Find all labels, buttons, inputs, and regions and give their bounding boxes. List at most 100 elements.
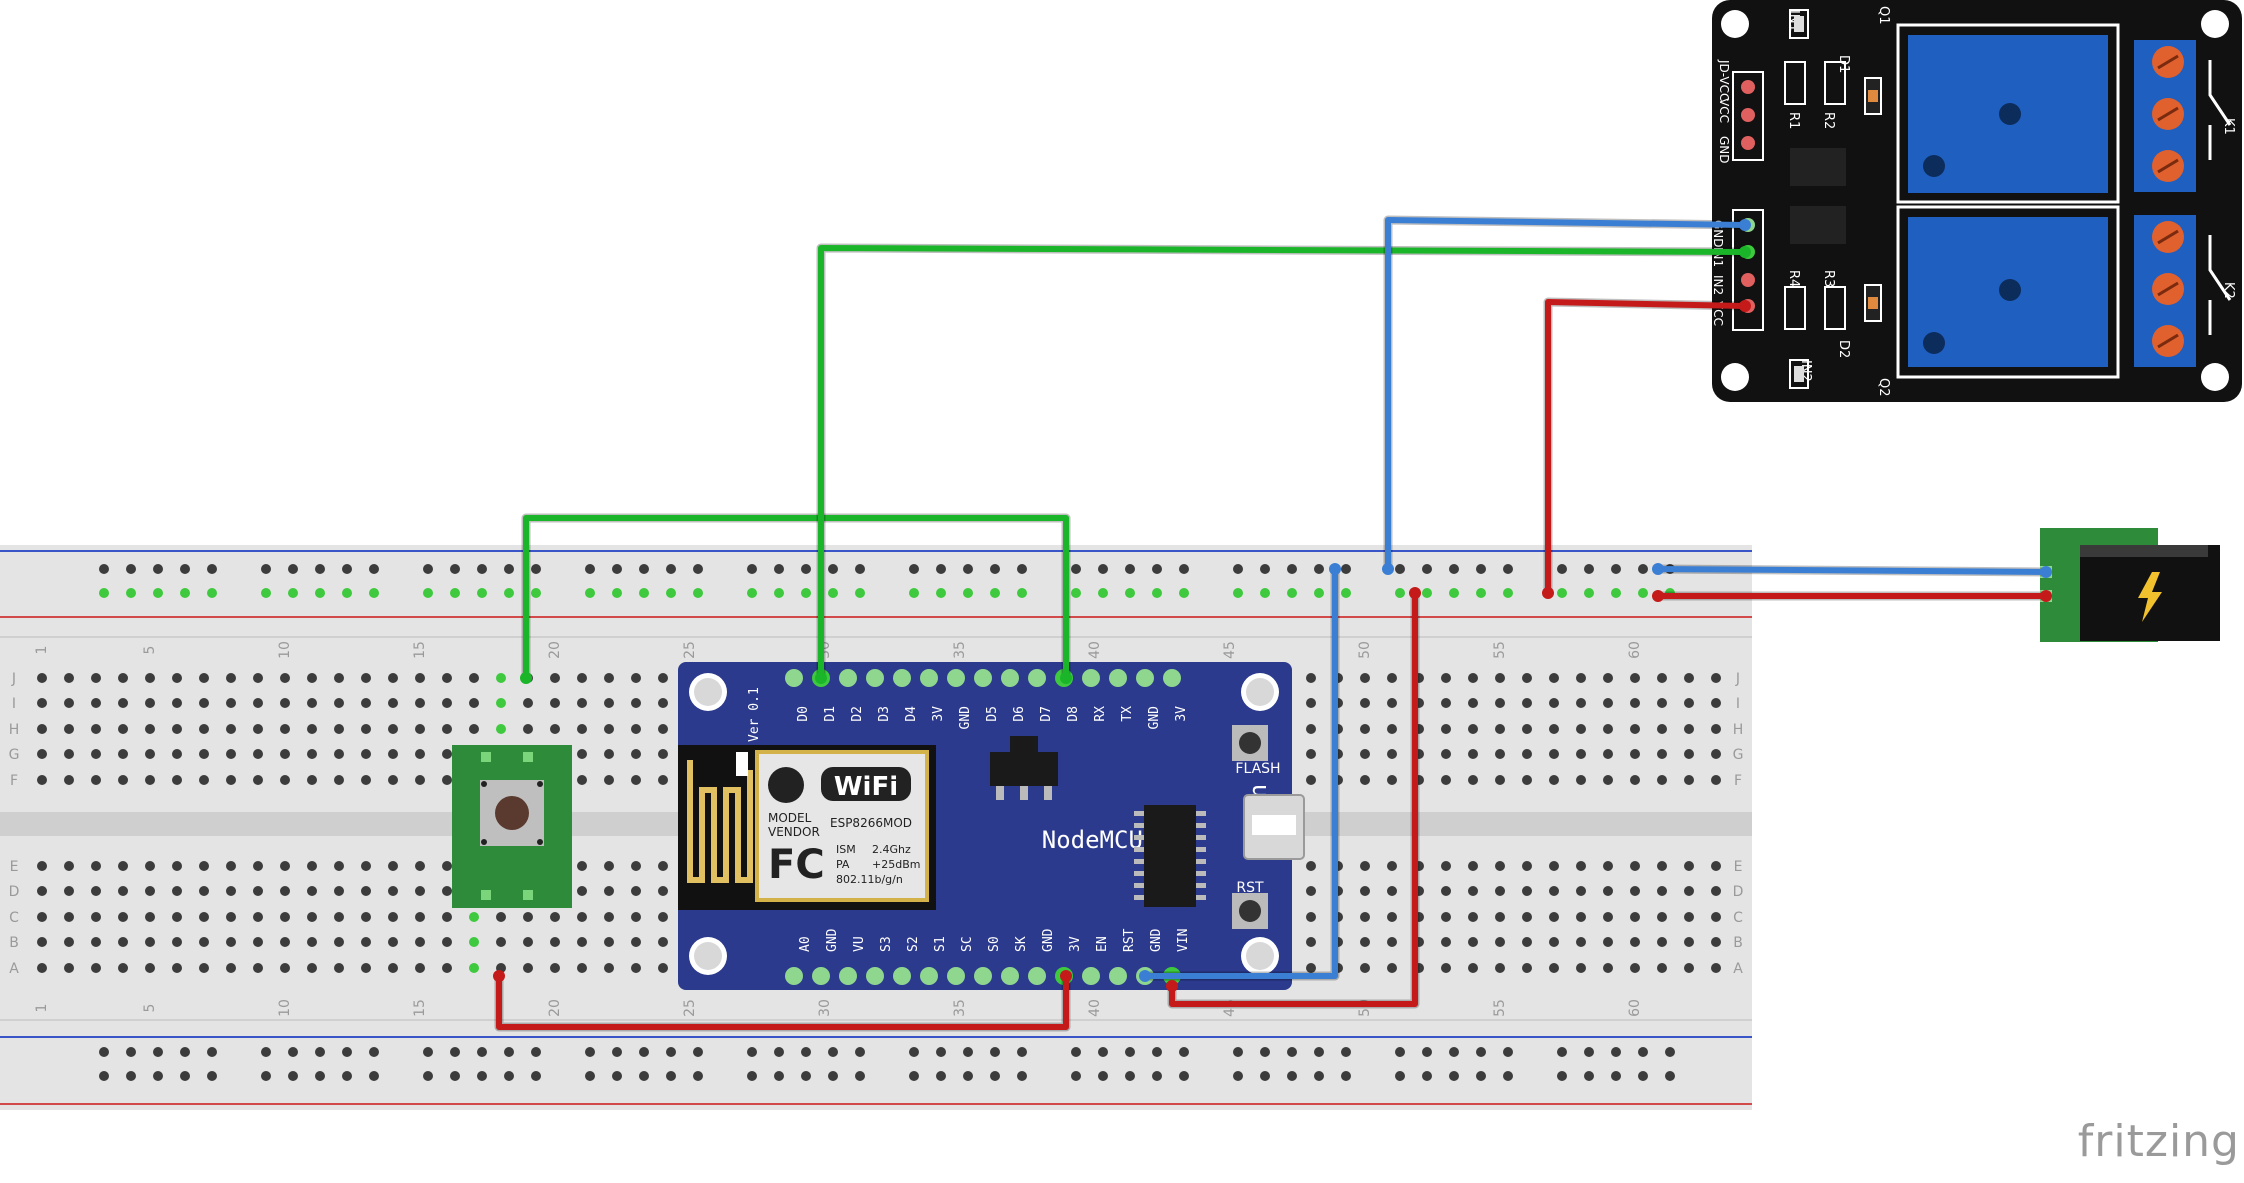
strip-hole — [253, 937, 263, 947]
strip-hole — [1576, 861, 1586, 871]
pin-bottom — [1109, 967, 1127, 985]
rail-hole — [1449, 588, 1459, 598]
chip-pin — [1134, 859, 1144, 864]
strip-hole — [388, 673, 398, 683]
strip-hole — [91, 963, 101, 973]
strip-hole — [1603, 886, 1613, 896]
strip-hole — [658, 724, 668, 734]
strip-hole — [469, 937, 479, 947]
rail-hole — [1557, 564, 1567, 574]
relay-k2-dot — [1923, 332, 1945, 354]
strip-hole — [1603, 775, 1613, 785]
pin-label-top: D6 — [1012, 706, 1027, 722]
strip-hole — [226, 886, 236, 896]
strip-hole — [523, 698, 533, 708]
rail-hole — [1395, 1071, 1405, 1081]
strip-hole — [145, 673, 155, 683]
strip-hole — [388, 963, 398, 973]
wire-green-button-d8-end — [520, 672, 532, 684]
rail-hole — [747, 1071, 757, 1081]
strip-hole — [1360, 724, 1370, 734]
strip-hole — [145, 963, 155, 973]
rail-hole — [1179, 564, 1189, 574]
strip-hole — [1522, 963, 1532, 973]
wire-green-d1-relay-end — [1739, 246, 1751, 258]
strip-hole — [1630, 673, 1640, 683]
wire-blue-gnd-relay-end — [1739, 219, 1751, 231]
rail-hole — [612, 564, 622, 574]
strip-hole — [172, 937, 182, 947]
rail-hole — [423, 1047, 433, 1057]
strip-hole — [334, 963, 344, 973]
wire-red-vcc-relay-end — [1739, 300, 1751, 312]
rail-hole — [153, 564, 163, 574]
pin-bottom — [785, 967, 803, 985]
strip-hole — [64, 698, 74, 708]
strip-hole — [1711, 963, 1721, 973]
column-number-bottom: 40 — [1087, 999, 1103, 1017]
rail-hole — [207, 588, 217, 598]
rail-hole — [504, 588, 514, 598]
strip-hole — [253, 886, 263, 896]
column-number-top: 40 — [1087, 641, 1103, 659]
strip-hole — [442, 912, 452, 922]
wire-blue-gnd-relay — [1385, 217, 1748, 572]
strip-hole — [307, 861, 317, 871]
pin-label-top: D2 — [850, 706, 865, 722]
strip-hole — [1522, 749, 1532, 759]
module-label-model: MODEL — [768, 811, 812, 825]
rail-hole — [936, 564, 946, 574]
strip-hole — [199, 937, 209, 947]
rail-hole — [1638, 1071, 1648, 1081]
rail-hole — [180, 1047, 190, 1057]
rail-hole — [828, 1047, 838, 1057]
rail-hole — [1341, 1047, 1351, 1057]
strip-hole — [1306, 749, 1316, 759]
strip-hole — [415, 724, 425, 734]
regulator-leg — [1044, 786, 1052, 800]
button-pin — [481, 890, 491, 900]
regulator-leg — [1020, 786, 1028, 800]
strip-hole — [1576, 886, 1586, 896]
rail-hole — [1071, 564, 1081, 574]
rail-hole — [207, 1047, 217, 1057]
rail-hole — [963, 1071, 973, 1081]
strip-hole — [64, 861, 74, 871]
strip-hole — [523, 963, 533, 973]
resistor-outline — [1784, 286, 1806, 330]
pin-label-bottom: GND — [825, 928, 840, 952]
breadboard: 1155101015152020252530303535404045455050… — [0, 545, 1752, 1110]
chip-pin — [1196, 835, 1206, 840]
pin-label-top: D1 — [823, 706, 838, 722]
rail-hole — [801, 588, 811, 598]
rail-hole — [1638, 588, 1648, 598]
strip-hole — [1441, 673, 1451, 683]
strip-hole — [1657, 749, 1667, 759]
pin-bottom — [1028, 967, 1046, 985]
rail-hole — [774, 588, 784, 598]
relay-mount-hole — [1721, 363, 1749, 391]
rail-hole — [990, 1047, 1000, 1057]
rail-hole — [1638, 564, 1648, 574]
strip-hole — [442, 698, 452, 708]
pin-label-bottom: GND — [1041, 928, 1056, 952]
strip-hole — [199, 673, 209, 683]
rail-hole — [288, 588, 298, 598]
header-label: GND — [1717, 136, 1731, 164]
mounting-hole-inner — [694, 678, 722, 706]
rail-hole — [936, 588, 946, 598]
strip-hole — [1441, 937, 1451, 947]
strip-hole — [577, 886, 587, 896]
strip-hole — [577, 673, 587, 683]
rail-hole — [531, 1071, 541, 1081]
rail-hole — [342, 1047, 352, 1057]
strip-hole — [1495, 912, 1505, 922]
relay-mount-hole — [1721, 10, 1749, 38]
rst-button-cap — [1239, 900, 1261, 922]
strip-hole — [658, 937, 668, 947]
strip-hole — [1360, 698, 1370, 708]
component-label: R3 — [1821, 270, 1836, 287]
strip-hole — [91, 749, 101, 759]
